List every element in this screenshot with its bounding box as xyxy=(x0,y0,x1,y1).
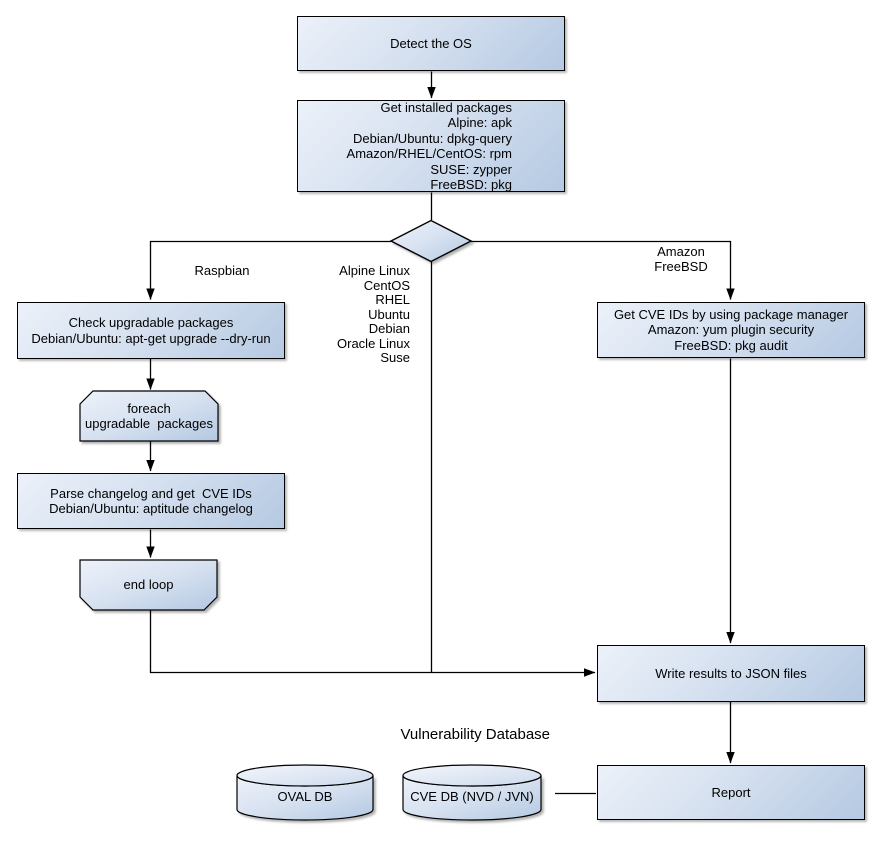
foreach-loop-label: foreach upgradable packages xyxy=(85,400,213,432)
decision-diamond xyxy=(389,219,473,263)
connector-endloop-to-write-results xyxy=(149,610,596,677)
node-check-upgradable-packages: Check upgradable packages Debian/Ubuntu:… xyxy=(17,302,285,359)
node-get-cve-ids: Get CVE IDs by using package manager Ama… xyxy=(597,302,865,358)
foreach-loop-shape xyxy=(79,390,219,442)
edge-label-raspbian: Raspbian xyxy=(194,263,250,278)
edge-label-direct-os-list: Alpine Linux CentOS RHEL Ubuntu Debian O… xyxy=(337,263,410,365)
end-loop-label: end loop xyxy=(123,577,174,593)
oval-db-cylinder xyxy=(236,764,374,821)
end-loop-shape xyxy=(79,559,218,611)
vulnerability-database-title: Vulnerability Database xyxy=(400,726,550,743)
edge-label-amazon-freebsd: Amazon FreeBSD xyxy=(654,244,708,274)
node-parse-changelog: Parse changelog and get CVE IDs Debian/U… xyxy=(17,473,285,529)
connector-decision-to-check-upgradable xyxy=(146,240,391,300)
node-write-results-json: Write results to JSON files xyxy=(597,645,865,702)
connector-decision-to-get-cve xyxy=(471,240,735,300)
cve-db-label: CVE DB (NVD / JVN) xyxy=(410,788,534,804)
node-detect-os: Detect the OS xyxy=(297,16,565,71)
oval-db-label: OVAL DB xyxy=(277,788,333,804)
node-report: Report xyxy=(597,765,865,820)
cve-db-cylinder xyxy=(402,764,542,821)
node-get-installed-packages: Get installed packages Alpine: apk Debia… xyxy=(297,100,565,192)
